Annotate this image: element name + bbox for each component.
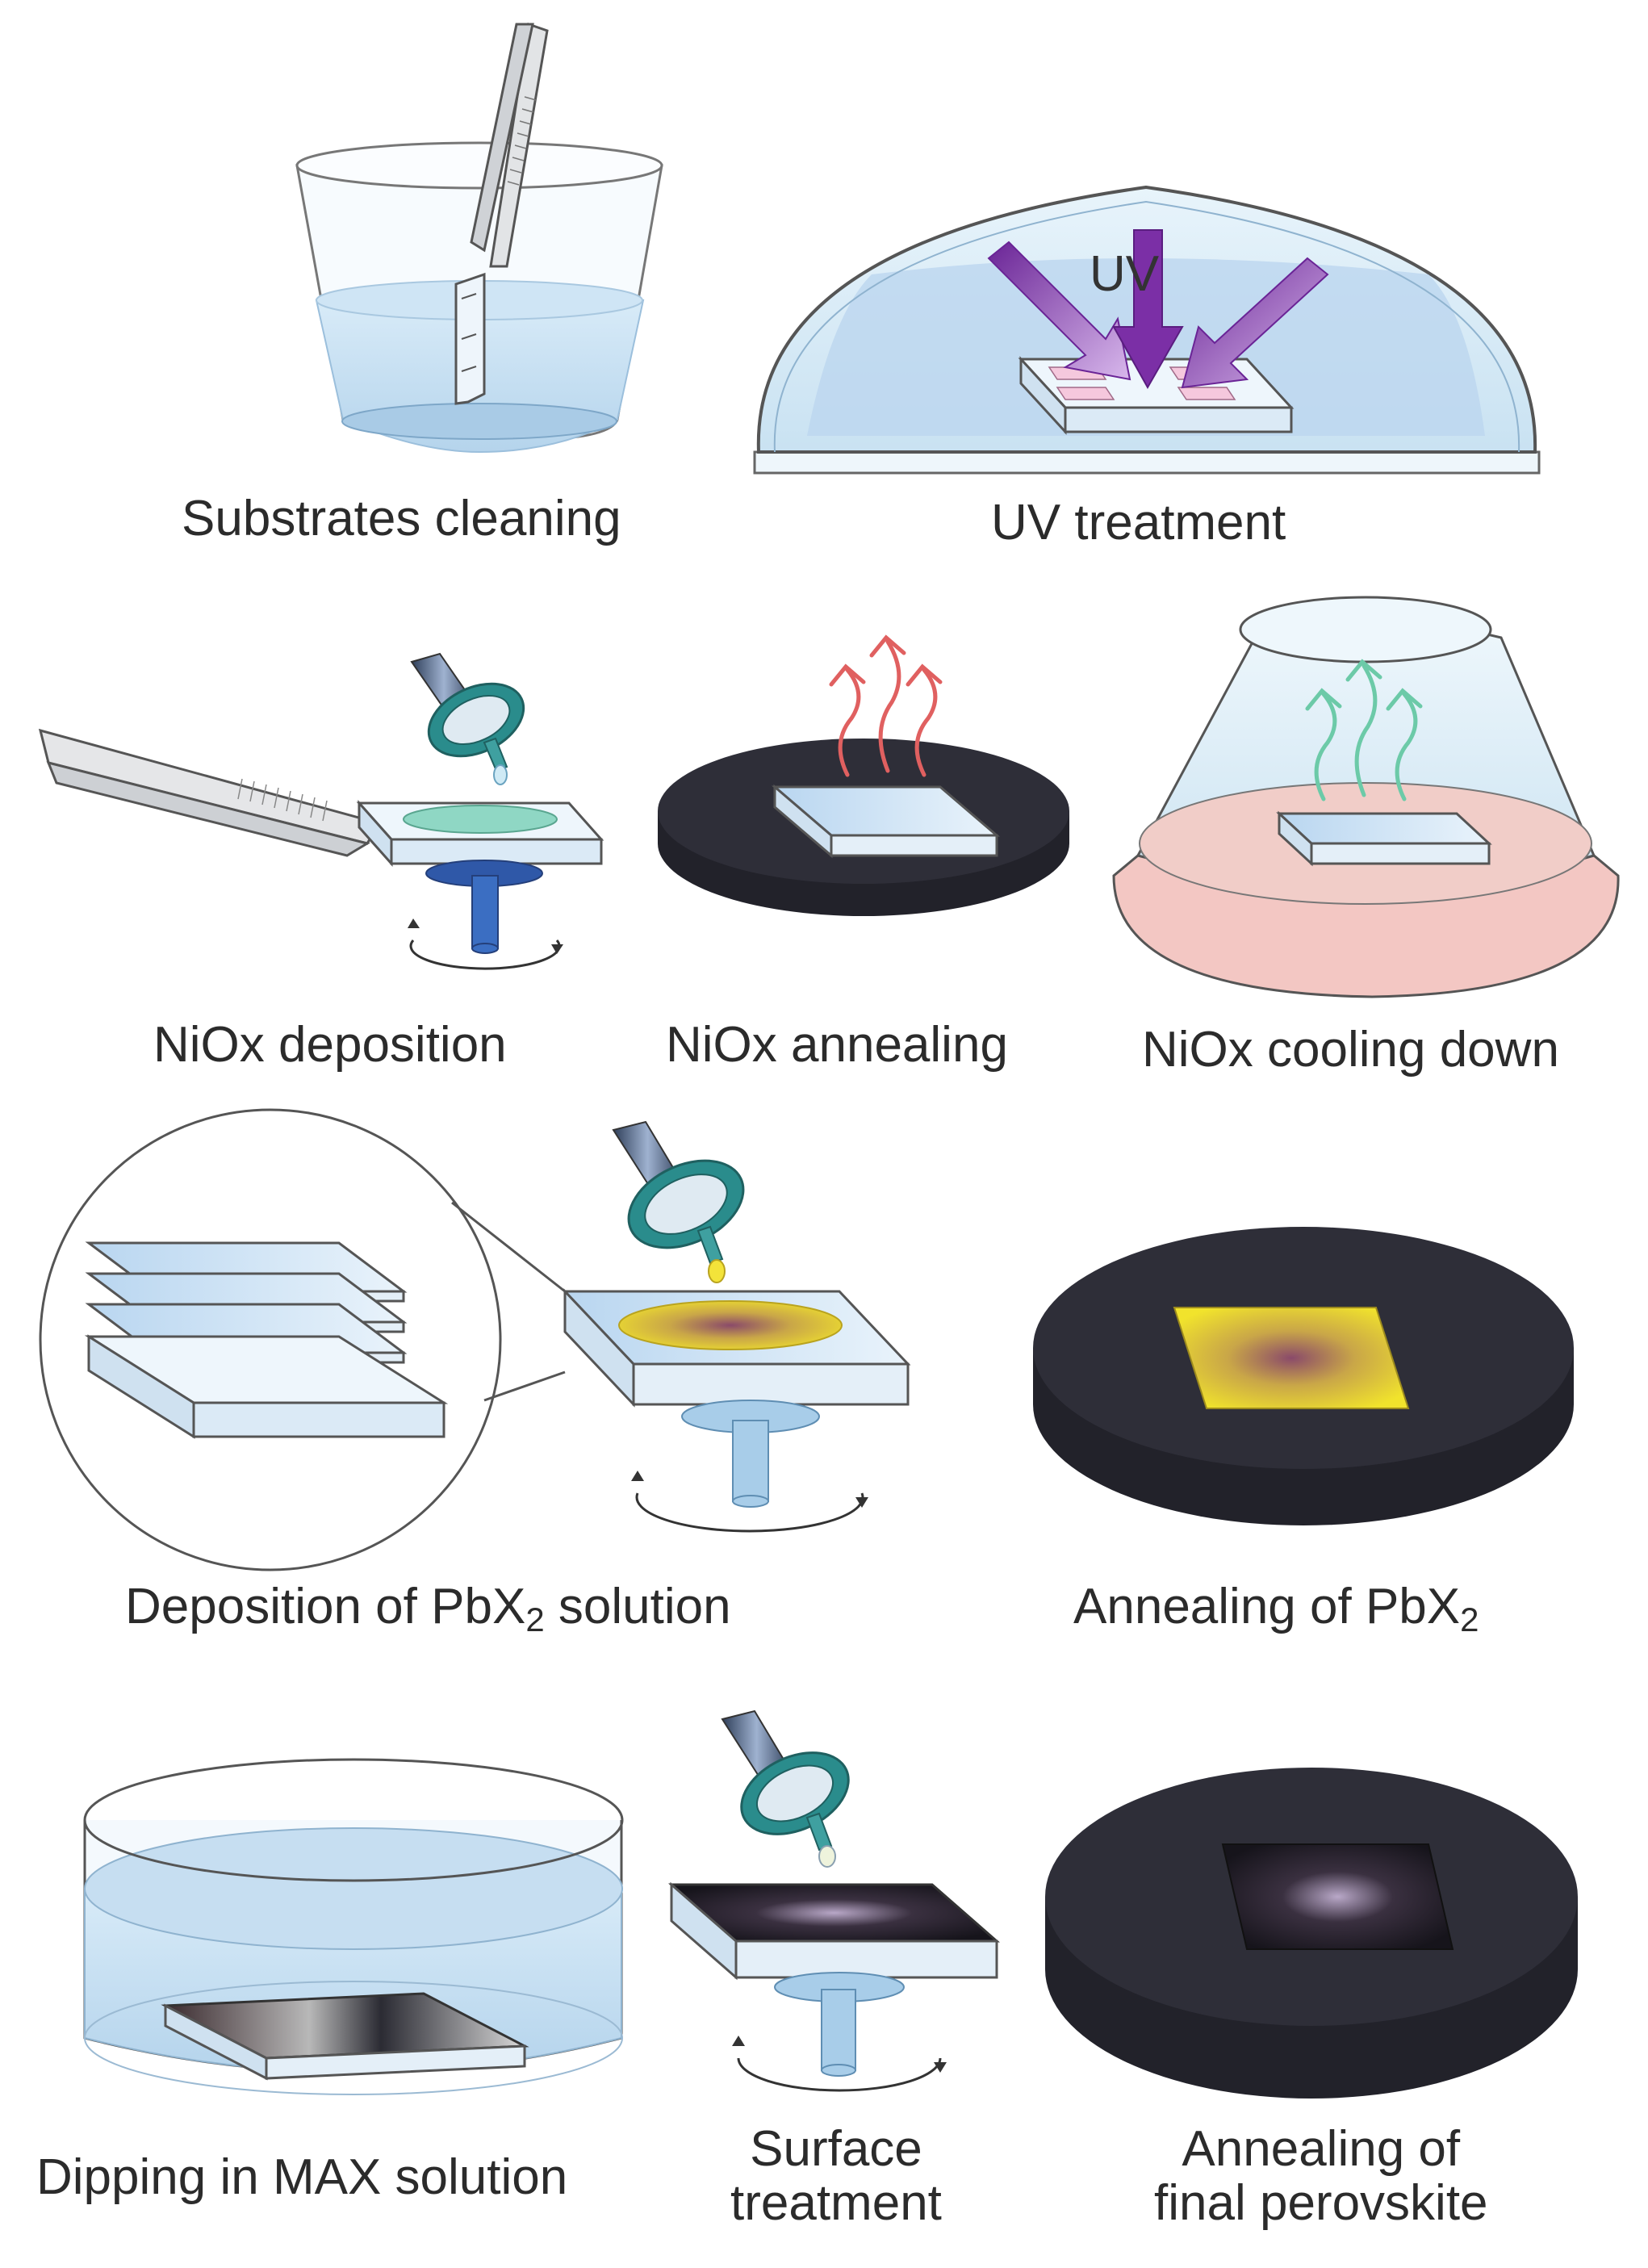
final-hotplate-illustration	[1045, 1768, 1578, 2099]
caption-niox-annealing: NiOx annealing	[666, 1017, 1008, 1073]
caption-surface-treatment: Surface treatment	[730, 2121, 942, 2231]
magnifier-callout	[39, 1108, 566, 1571]
pbx2-spin-coater-illustration	[562, 1288, 911, 1533]
caption-uv-treatment: UV treatment	[991, 495, 1286, 550]
caption-surface-line1: Surface	[750, 2121, 922, 2177]
syringe-filter-icon-3	[721, 1709, 850, 1868]
caption-final-line2: final perovskite	[1154, 2174, 1488, 2231]
syringe-filter-icon	[410, 652, 525, 785]
beaker-illustration	[295, 141, 663, 454]
petri-dish-illustration	[83, 1758, 624, 2095]
syringe-filter-icon-2	[612, 1120, 745, 1283]
cooling-arrows-icon	[1305, 659, 1423, 801]
pbx2-hotplate-illustration	[1033, 1227, 1574, 1525]
caption-final-annealing: Annealing of final perovskite	[1154, 2121, 1488, 2231]
caption-pbx2-deposition-text: Deposition of PbX	[125, 1579, 526, 1634]
caption-niox-deposition: NiOx deposition	[153, 1017, 507, 1073]
caption-pbx2-deposition-sub: 2	[525, 1601, 545, 1638]
caption-substrates-cleaning: Substrates cleaning	[182, 491, 621, 546]
surface-spin-coater-illustration	[668, 1881, 1000, 2092]
caption-surface-line2: treatment	[730, 2174, 942, 2231]
caption-niox-cooling: NiOx cooling down	[1142, 1022, 1559, 1078]
caption-pbx2-deposition: Deposition of PbX2 solution	[125, 1579, 731, 1638]
uv-label: UV	[1090, 246, 1160, 302]
heat-arrows-icon	[829, 634, 943, 777]
caption-dipping: Dipping in MAX solution	[36, 2149, 568, 2205]
caption-pbx2-annealing: Annealing of PbX2	[1073, 1579, 1479, 1638]
tweezers-icon	[470, 22, 549, 268]
niox-spin-coater-illustration	[38, 728, 604, 970]
uv-arrows-icon	[987, 229, 1329, 390]
caption-final-line1: Annealing of	[1182, 2121, 1461, 2177]
niox-hotplate-illustration	[658, 739, 1069, 916]
caption-pbx2-annealing-text: Annealing of PbX	[1073, 1579, 1461, 1634]
cooling-chamber-illustration	[1112, 596, 1620, 998]
caption-pbx2-deposition-suffix: solution	[544, 1579, 731, 1634]
caption-pbx2-annealing-sub: 2	[1460, 1601, 1479, 1638]
